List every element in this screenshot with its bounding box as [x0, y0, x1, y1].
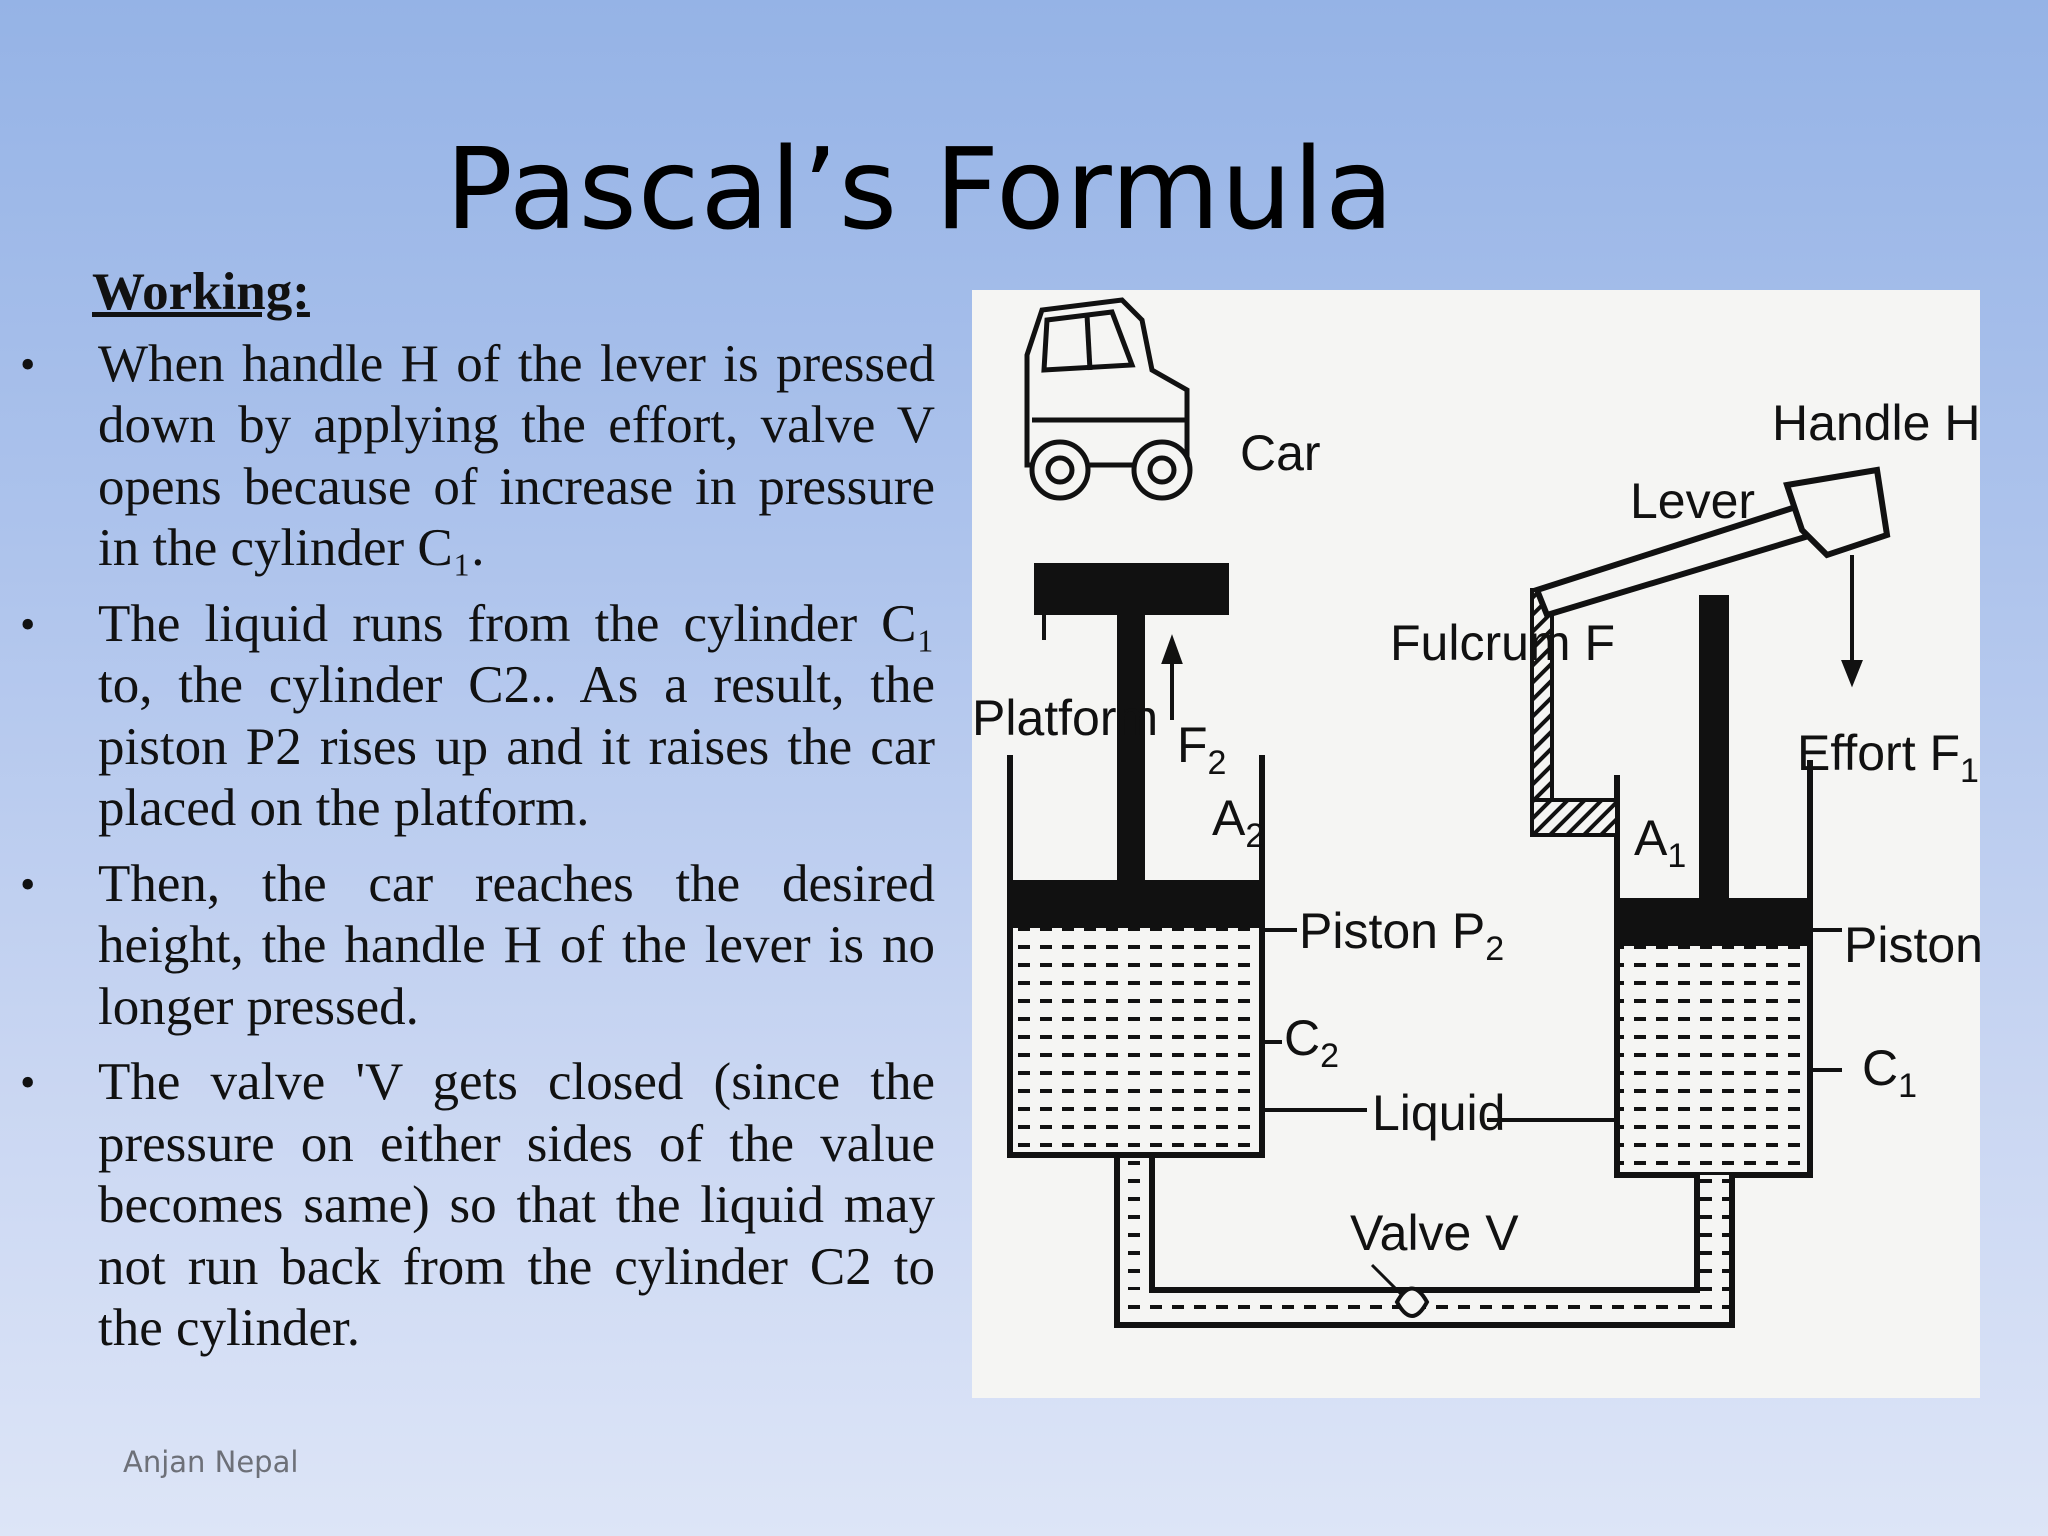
bullet-icon: • — [20, 599, 36, 649]
bullet-icon: • — [20, 339, 36, 389]
bullet-text: The valve 'V gets closed (since the pres… — [98, 1053, 935, 1357]
arrow-down-icon — [1841, 555, 1863, 688]
label-a1: A1 — [1634, 810, 1686, 875]
label-piston-p1: Piston P1 — [1844, 917, 1980, 982]
label-piston-p1-main: Piston P — [1844, 917, 1980, 973]
label-c1: C1 — [1862, 1040, 1917, 1105]
working-heading: Working: — [92, 263, 310, 321]
working-text: Working: • When handle H of the lever is … — [20, 262, 935, 1374]
bullet-icon: • — [20, 859, 36, 909]
bullet-item: • Then, the car reaches the desired heigh… — [20, 854, 935, 1039]
bullet-item: • The liquid runs from the cylinder C₁ to… — [20, 594, 935, 840]
car-icon — [1024, 297, 1193, 501]
label-c1-sub: 1 — [1898, 1067, 1917, 1105]
label-valve-v: Valve V — [1350, 1205, 1519, 1261]
label-c2-sub: 2 — [1320, 1037, 1339, 1075]
label-a2: A2 — [1212, 790, 1264, 855]
label-a1-sub: 1 — [1667, 837, 1686, 875]
hydraulic-lift-diagram: Car Handle H Lever Fulcrum F Platform F2… — [972, 290, 1980, 1398]
label-c2: C2 — [1284, 1010, 1339, 1075]
bullet-text: Then, the car reaches the desired height… — [98, 854, 935, 1036]
bullet-text: The liquid runs from the cylinder C₁ to,… — [98, 594, 935, 838]
label-c1-main: C — [1862, 1040, 1898, 1096]
piston-rod-p2 — [1117, 615, 1145, 915]
platform — [1034, 563, 1229, 615]
lever — [1533, 466, 1891, 619]
connecting-pipe — [1114, 1155, 1735, 1328]
bullet-item: • The valve 'V gets closed (since the pre… — [20, 1052, 935, 1360]
bullet-item: • When handle H of the lever is pressed d… — [20, 334, 935, 580]
bullet-icon: • — [20, 1058, 36, 1107]
diagram-svg: Car Handle H Lever Fulcrum F Platform F2… — [972, 297, 1980, 1328]
label-piston-p2-main: Piston P — [1299, 903, 1485, 959]
label-liquid: Liquid — [1372, 1085, 1505, 1141]
bullet-text: When handle H of the lever is pressed do… — [98, 334, 935, 578]
label-handle-h: Handle H — [1772, 395, 1980, 451]
label-fulcrum-f: Fulcrum F — [1390, 615, 1615, 671]
label-f2-sub: 2 — [1208, 744, 1227, 782]
label-f2-main: F — [1177, 717, 1208, 773]
arrow-up-icon — [1161, 634, 1183, 720]
label-platform: Platform — [972, 690, 1158, 746]
label-piston-p2: Piston P2 — [1299, 903, 1504, 968]
label-f2: F2 — [1177, 717, 1226, 782]
slide-title: Pascal’s Formula — [445, 125, 1395, 255]
label-c2-main: C — [1284, 1010, 1320, 1066]
cylinder-c2 — [1007, 755, 1265, 1158]
label-a2-sub: 2 — [1245, 817, 1264, 855]
label-car: Car — [1240, 425, 1321, 481]
label-effort-sub: 1 — [1960, 752, 1979, 790]
piston-rod-p1 — [1699, 595, 1729, 900]
label-piston-p2-sub: 2 — [1485, 930, 1504, 968]
label-lever: Lever — [1630, 473, 1755, 529]
label-effort-main: Effort F — [1797, 725, 1960, 781]
footer-author: Anjan Nepal — [123, 1445, 299, 1479]
bullet-list: • When handle H of the lever is pressed d… — [20, 334, 935, 1360]
label-effort-f1: Effort F1 — [1797, 725, 1979, 790]
valve-icon — [1394, 1286, 1430, 1318]
label-a1-main: A — [1634, 810, 1668, 866]
label-a2-main: A — [1212, 790, 1246, 846]
